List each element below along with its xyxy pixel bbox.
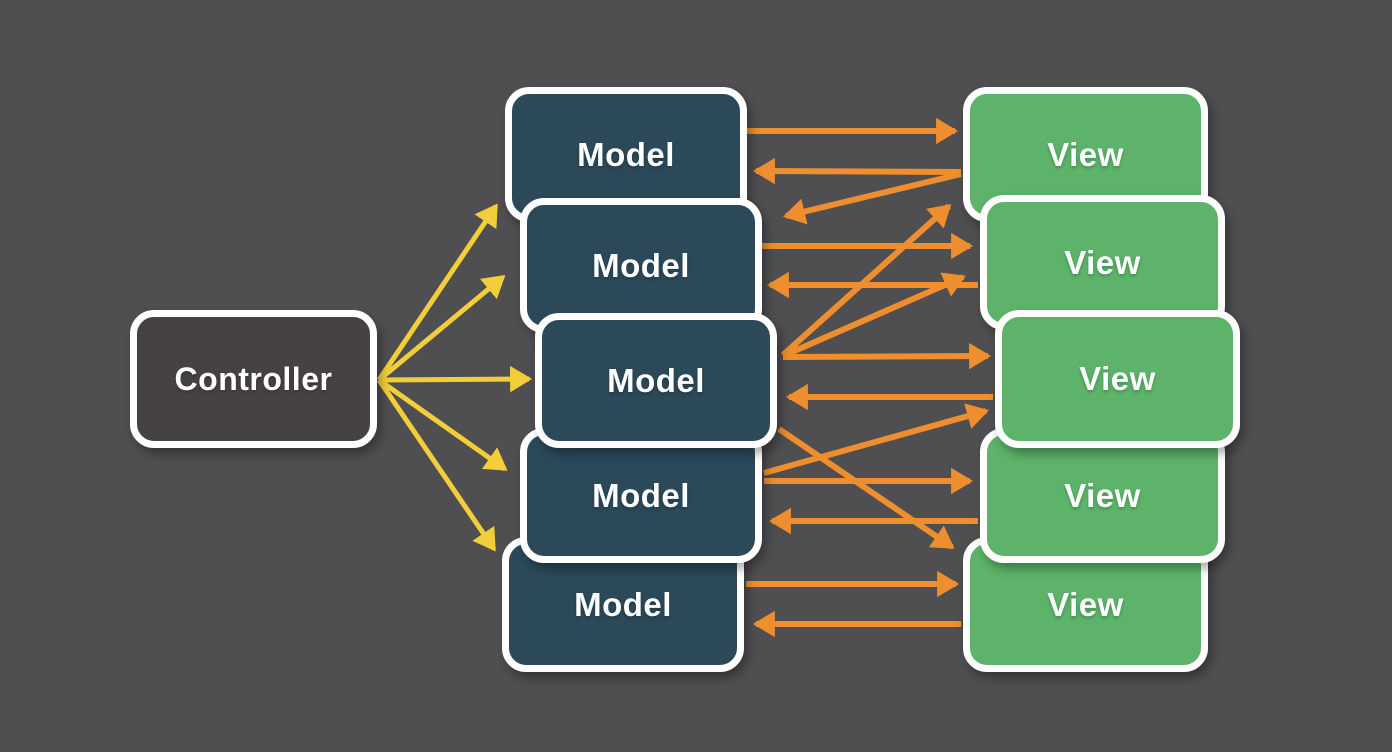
arrow-controller-to-model-4 [377, 377, 508, 472]
view-2-box: View [980, 195, 1225, 330]
arrow-view-1-to-model-1 [752, 157, 962, 185]
arrow-controller-to-model-3 [378, 365, 533, 393]
model-5-label: Model [574, 585, 672, 623]
view-5-label: View [1047, 585, 1124, 623]
controller-label: Controller [174, 360, 333, 397]
view-2-label: View [1064, 243, 1141, 281]
arrow-model-3-to-view-3 [782, 342, 992, 370]
model-2-box: Model [520, 198, 762, 333]
arrow-model-3-to-view-1 [780, 203, 952, 358]
arrow-controller-to-model-1 [376, 203, 499, 382]
arrow-model-3-to-view-2 [781, 272, 966, 359]
view-3-box: View [995, 310, 1240, 448]
model-4-label: Model [592, 476, 690, 514]
view-3-label: View [1079, 360, 1156, 397]
view-4-label: View [1064, 476, 1141, 514]
view-4-box: View [980, 428, 1225, 563]
controller-box: Controller [130, 310, 377, 448]
model-3-label: Model [607, 361, 705, 399]
arrow-controller-to-model-2 [377, 275, 506, 382]
model-4-box: Model [520, 428, 762, 563]
view-1-label: View [1047, 135, 1124, 173]
arrow-model-4-to-view-3 [763, 403, 989, 476]
model-1-label: Model [577, 135, 675, 173]
arrow-controller-to-model-5 [376, 378, 497, 552]
model-2-label: Model [592, 246, 690, 284]
arrow-view-1-to-model-2 [783, 171, 962, 225]
arrow-model-3-to-view-5 [777, 426, 955, 550]
model-3-box: Model [535, 313, 777, 448]
